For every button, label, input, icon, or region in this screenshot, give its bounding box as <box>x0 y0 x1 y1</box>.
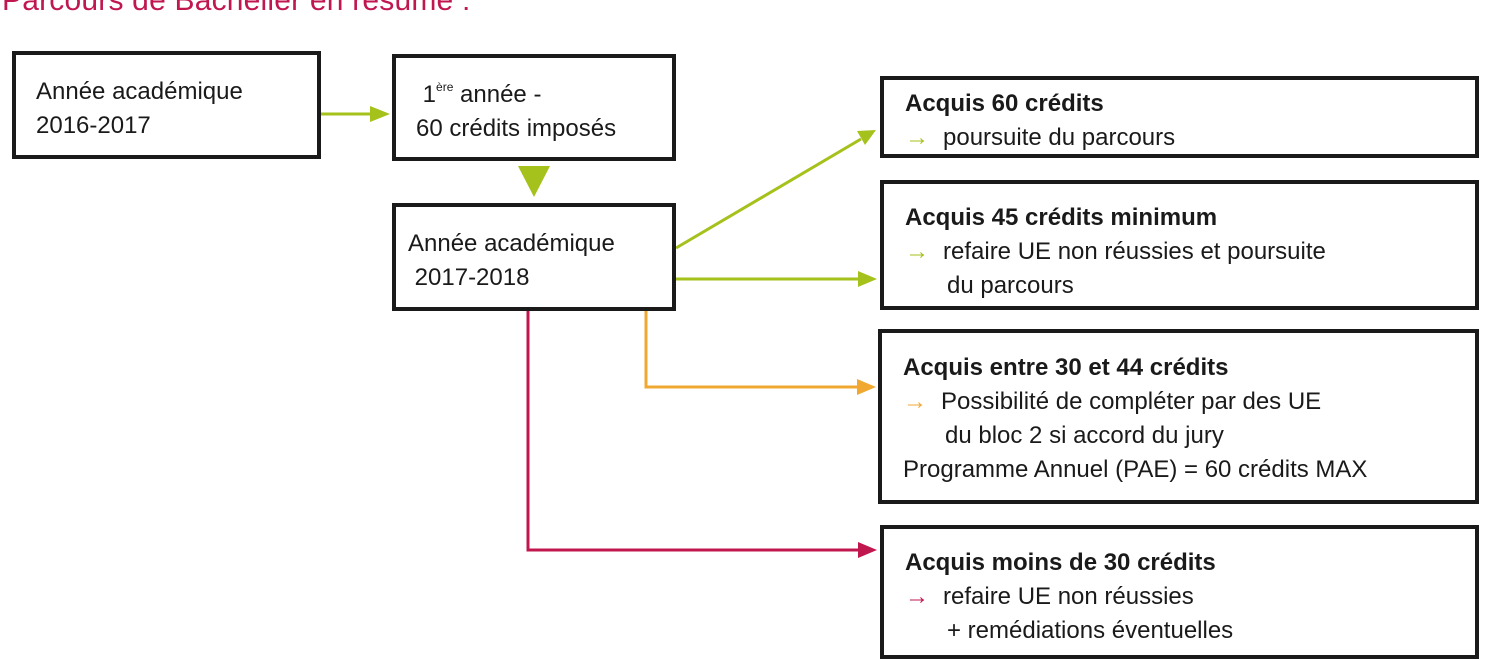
outcome-30-44-line-2: du bloc 2 si accord du jury <box>945 422 1224 449</box>
outcome-45-text-1: refaire UE non réussies et poursuite <box>943 238 1326 265</box>
outcome-less-30-line-2: + remédiations éventuelles <box>947 617 1234 644</box>
box-year-2017-2018: Année académique 2017-2018 <box>392 203 676 311</box>
outcome-less-30-heading: Acquis moins de 30 crédits <box>905 549 1216 576</box>
outcome-less-30-text-1: refaire UE non réussies <box>943 583 1194 610</box>
arrowhead-acquired-60 <box>857 130 876 145</box>
outcome-acquired-less-30: Acquis moins de 30 crédits → refaire UE n… <box>880 525 1479 659</box>
first-year-credits: 60 crédits imposés <box>416 115 617 142</box>
box-year-2016-2017: Année académique 2016-2017 <box>12 51 321 159</box>
arrowhead-down-2017 <box>518 166 550 197</box>
box-year-2017-label: Année académique <box>408 230 615 257</box>
outcome-less-30-line-1: → refaire UE non réussies <box>905 580 1475 614</box>
connector-to-acquired-less-30 <box>526 311 860 552</box>
outcome-30-44-heading: Acquis entre 30 et 44 crédits <box>903 354 1229 381</box>
arrow-right-icon: → <box>905 583 929 610</box>
outcome-60-heading: Acquis 60 crédits <box>905 90 1104 117</box>
diagram-title: Parcours de Bachelier en résumé : <box>2 0 471 17</box>
first-year-ordinal: ère <box>436 80 454 94</box>
connector-to-acquired-30-44 <box>644 311 859 389</box>
outcome-45-heading: Acquis 45 crédits minimum <box>905 204 1218 231</box>
arrowhead-acquired-30-44 <box>857 379 876 395</box>
connector-to-acquired-60 <box>675 137 862 250</box>
arrow-right-icon: → <box>905 124 929 151</box>
first-year-number: 1 <box>422 81 437 108</box>
arrowhead-acquired-less-30 <box>858 542 877 558</box>
outcome-45-line-1: → refaire UE non réussies et poursuite <box>905 235 1475 269</box>
outcome-acquired-60: Acquis 60 crédits → poursuite du parcours <box>880 76 1479 158</box>
arrowhead-acquired-45 <box>858 271 877 287</box>
first-year-label: année - <box>453 81 542 108</box>
box-year-2016-years: 2016-2017 <box>36 112 151 139</box>
outcome-acquired-30-44: Acquis entre 30 et 44 crédits → Possibili… <box>878 329 1479 504</box>
outcome-acquired-45: Acquis 45 crédits minimum → refaire UE no… <box>880 180 1479 310</box>
outcome-30-44-line-1: → Possibilité de compléter par des UE <box>903 385 1475 419</box>
outcome-60-text-1: poursuite du parcours <box>943 124 1176 151</box>
outcome-30-44-text-1: Possibilité de compléter par des UE <box>941 388 1322 415</box>
box-year-2017-years-text: 2017-2018 <box>414 264 530 291</box>
outcome-30-44-note: Programme Annuel (PAE) = 60 crédits MAX <box>903 456 1368 483</box>
box-first-year: 1ère année - 60 crédits imposés <box>392 54 676 161</box>
outcome-45-line-2: du parcours <box>947 272 1074 299</box>
outcome-60-line-1: → poursuite du parcours <box>905 121 1475 155</box>
box-year-2017-years: 2017-2018 <box>408 261 672 295</box>
arrow-right-icon: → <box>903 388 927 415</box>
arrowhead-first-year <box>370 106 390 122</box>
arrow-right-icon: → <box>905 238 929 265</box>
first-year-line: 1ère année - <box>416 78 672 112</box>
box-year-2016-label: Année académique <box>36 78 243 105</box>
